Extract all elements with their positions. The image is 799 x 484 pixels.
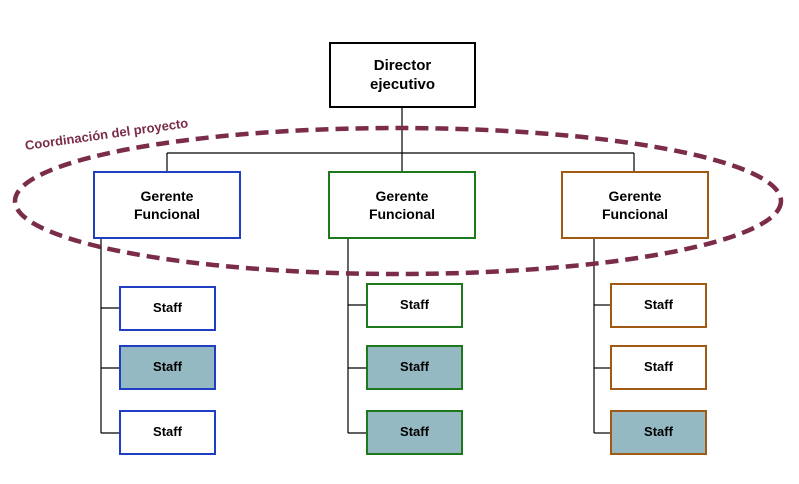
director-box: Director ejecutivo	[329, 42, 476, 108]
staff-box: Staff	[366, 283, 463, 328]
staff-label: Staff	[400, 424, 429, 440]
staff-label: Staff	[153, 300, 182, 316]
staff-label: Staff	[400, 297, 429, 313]
staff-box: Staff	[610, 345, 707, 390]
staff-box: Staff	[366, 345, 463, 390]
staff-label: Staff	[644, 359, 673, 375]
staff-box: Staff	[610, 283, 707, 328]
manager-box: Gerente Funcional	[328, 171, 476, 239]
manager-label: Gerente Funcional	[368, 187, 436, 222]
staff-box: Staff	[119, 410, 216, 455]
staff-box: Staff	[366, 410, 463, 455]
staff-label: Staff	[153, 424, 182, 440]
staff-box: Staff	[610, 410, 707, 455]
manager-box: Gerente Funcional	[93, 171, 241, 239]
staff-box: Staff	[119, 345, 216, 390]
manager-label: Gerente Funcional	[133, 187, 201, 222]
manager-label: Gerente Funcional	[601, 187, 669, 222]
staff-label: Staff	[153, 359, 182, 375]
director-label: Director ejecutivo	[369, 56, 436, 94]
manager-box: Gerente Funcional	[561, 171, 709, 239]
staff-label: Staff	[400, 359, 429, 375]
staff-label: Staff	[644, 424, 673, 440]
staff-label: Staff	[644, 297, 673, 313]
coordination-ellipse	[12, 125, 784, 277]
staff-box: Staff	[119, 286, 216, 331]
